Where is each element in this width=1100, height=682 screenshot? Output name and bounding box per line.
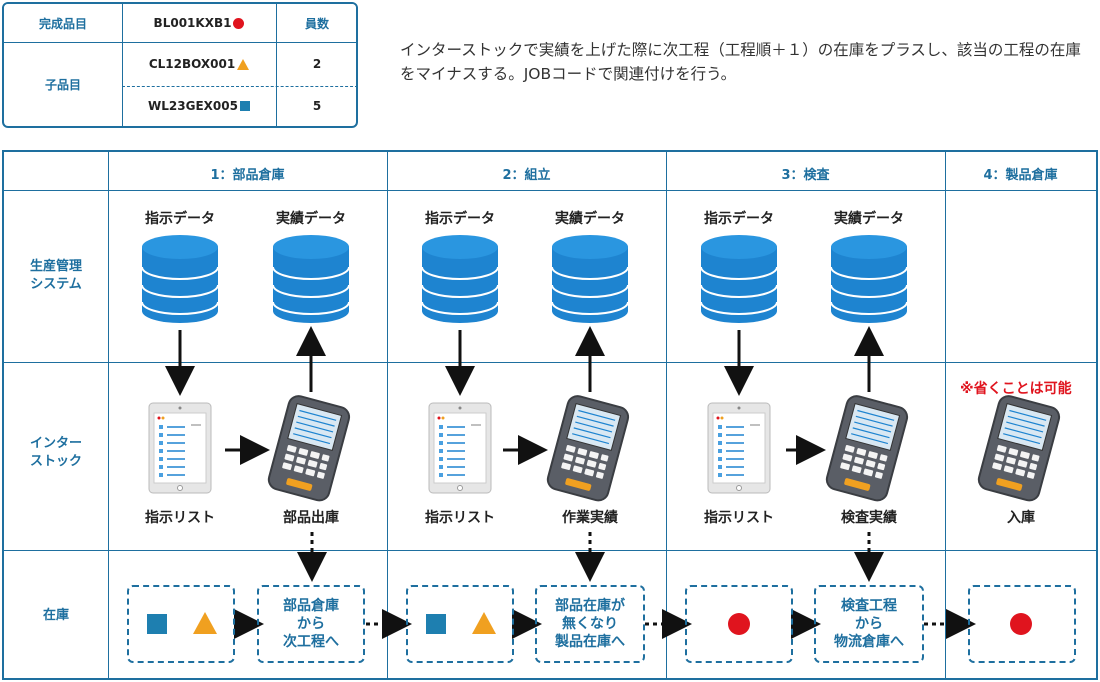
- column-header-parts-warehouse: 1：部品倉庫: [210, 168, 285, 183]
- handheld-terminal-icon-1: [265, 392, 353, 504]
- handheld-terminal-icon-2: [544, 392, 632, 504]
- bom-header-parent: 完成品目: [4, 4, 122, 42]
- orange-triangle-icon: [237, 58, 250, 70]
- database-icon-instruction-3: [700, 234, 778, 324]
- db-label-actual-1: 実績データ: [276, 211, 346, 227]
- red-circle-icon: [1010, 613, 1032, 635]
- tablet-icon-1: [148, 402, 212, 494]
- blue-square-icon: [147, 614, 167, 634]
- handheld-terminal-icon-4: [975, 392, 1063, 504]
- database-icon-actual-3: [830, 234, 908, 324]
- stock-box-product-4: [968, 585, 1076, 663]
- database-icon-instruction-2: [421, 234, 499, 324]
- device-label-parts-issue: 部品出庫: [283, 510, 339, 526]
- orange-triangle-icon: [472, 612, 496, 634]
- row-label-system: 生産管理 システム: [29, 259, 82, 292]
- db-label-instruction-2: 指示データ: [425, 211, 495, 227]
- stock-box-transfer-2: 部品在庫が 無くなり 製品在庫へ: [535, 585, 645, 663]
- bom-child-label: 子品目: [44, 77, 81, 92]
- column-header-product-warehouse: 4：製品倉庫: [983, 168, 1058, 183]
- db-label-actual-3: 実績データ: [834, 211, 904, 227]
- tablet-icon-2: [428, 402, 492, 494]
- column-header-inspection: 3：検査: [781, 168, 830, 183]
- red-circle-icon: [233, 17, 245, 29]
- device-label-list-1: 指示リスト: [145, 510, 215, 526]
- device-label-work-result: 作業実績: [562, 510, 618, 526]
- row-label-interstock: インター ストック: [29, 436, 82, 469]
- blue-square-icon: [239, 101, 250, 111]
- device-label-list-3: 指示リスト: [704, 510, 774, 526]
- bom-child-qty-2: 5: [312, 99, 322, 113]
- omission-note: ※省くことは可能: [960, 381, 1072, 397]
- stock-box-transfer-1: 部品倉庫 から 次工程へ: [257, 585, 365, 663]
- stock-box-transfer-3: 検査工程 から 物流倉庫へ: [814, 585, 924, 663]
- bom-child-code-1: CL12BOX001: [122, 42, 276, 86]
- handheld-terminal-icon-3: [823, 392, 911, 504]
- db-label-actual-2: 実績データ: [555, 211, 625, 227]
- process-diagram: 1：部品倉庫 2：組立 3：検査 4：製品倉庫 生産管理 システム インター ス…: [2, 150, 1098, 680]
- blue-square-icon: [426, 614, 446, 634]
- device-label-list-2: 指示リスト: [425, 510, 495, 526]
- database-icon-instruction-1: [141, 234, 219, 324]
- db-label-instruction-3: 指示データ: [704, 211, 774, 227]
- row-label-stock: 在庫: [42, 608, 69, 623]
- description-text: インターストックで実績を上げた際に次工程（工程順＋１）の在庫をプラスし、該当の工…: [400, 41, 1081, 83]
- db-label-instruction-1: 指示データ: [145, 211, 215, 227]
- stock-box-parts-1: [127, 585, 235, 663]
- bom-child-qty-1: 2: [312, 57, 322, 71]
- column-header-assembly: 2：組立: [502, 168, 551, 183]
- bom-table: 完成品目 BL001KXB1 員数 子品目 CL12BOX001 2 WL23G…: [2, 2, 358, 128]
- database-icon-actual-2: [551, 234, 629, 324]
- device-label-receipt: 入庫: [1007, 510, 1035, 526]
- tablet-icon-3: [707, 402, 771, 494]
- bom-child-code-2: WL23GEX005: [122, 86, 276, 126]
- red-circle-icon: [728, 613, 750, 635]
- orange-triangle-icon: [193, 612, 217, 634]
- bom-header-qty: 員数: [276, 4, 356, 42]
- stock-box-product-3: [685, 585, 793, 663]
- stock-box-parts-2: [406, 585, 514, 663]
- device-label-inspection-result: 検査実績: [841, 510, 897, 526]
- database-icon-actual-1: [272, 234, 350, 324]
- bom-parent-code: BL001KXB1: [122, 4, 276, 42]
